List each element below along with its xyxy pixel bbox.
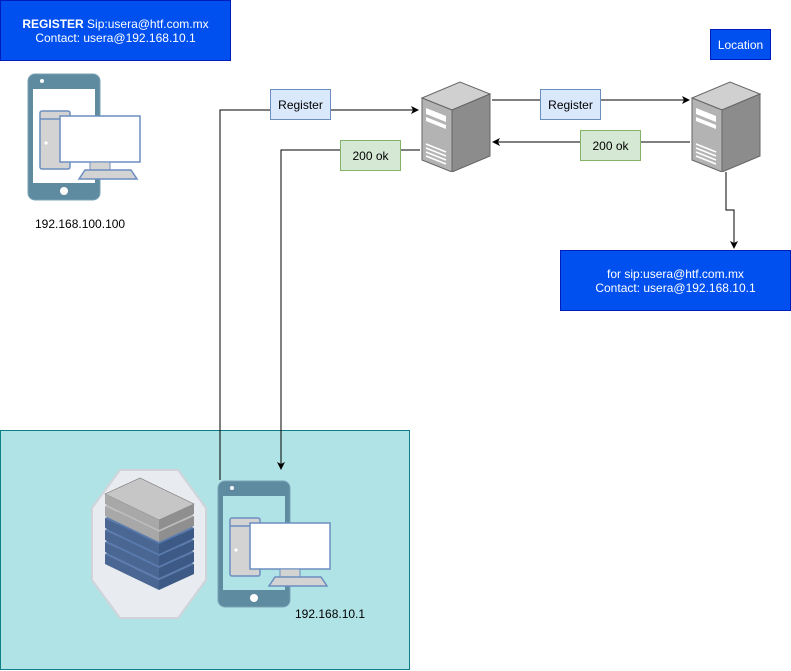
location-box[interactable]: Location: [710, 29, 771, 60]
location-label: Location: [717, 37, 764, 52]
edge-registrar-to-location[interactable]: [725, 172, 738, 249]
bottom-client-icon[interactable]: [217, 480, 333, 608]
edge-proxy-to-client[interactable]: [277, 149, 420, 470]
location-record-box[interactable]: for sip:usera@htf.com.mx Contact: usera@…: [560, 250, 791, 311]
register-note[interactable]: REGISTER Sip:usera@htf.com.mx Contact: u…: [0, 0, 231, 61]
location-record-line2: Contact: usera@192.168.10.1: [595, 280, 756, 295]
top-client-icon[interactable]: [27, 73, 143, 201]
top-client-ip: 192.168.100.100: [35, 217, 126, 231]
edge-label-200ok-1: 200 ok: [340, 140, 401, 171]
edge-label-register-1: Register: [270, 89, 331, 120]
register-sip-uri: Sip:usera@htf.com.mx: [83, 16, 209, 31]
register-note-line1: REGISTER Sip:usera@htf.com.mx: [22, 17, 208, 31]
edge-label-200ok-2: 200 ok: [580, 130, 641, 161]
register-note-line2: Contact: usera@192.168.10.1: [35, 30, 196, 45]
proxy-server-icon[interactable]: [420, 80, 492, 172]
edge-client-to-proxy[interactable]: [219, 106, 419, 480]
edge-label-register-2: Register: [540, 89, 601, 120]
bottom-client-ip: 192.168.10.1: [295, 607, 366, 621]
location-record-line1: for sip:usera@htf.com.mx: [607, 266, 744, 281]
registrar-server-icon[interactable]: [690, 80, 762, 172]
register-keyword: REGISTER: [22, 16, 84, 31]
server-rack-icon[interactable]: [90, 468, 208, 620]
